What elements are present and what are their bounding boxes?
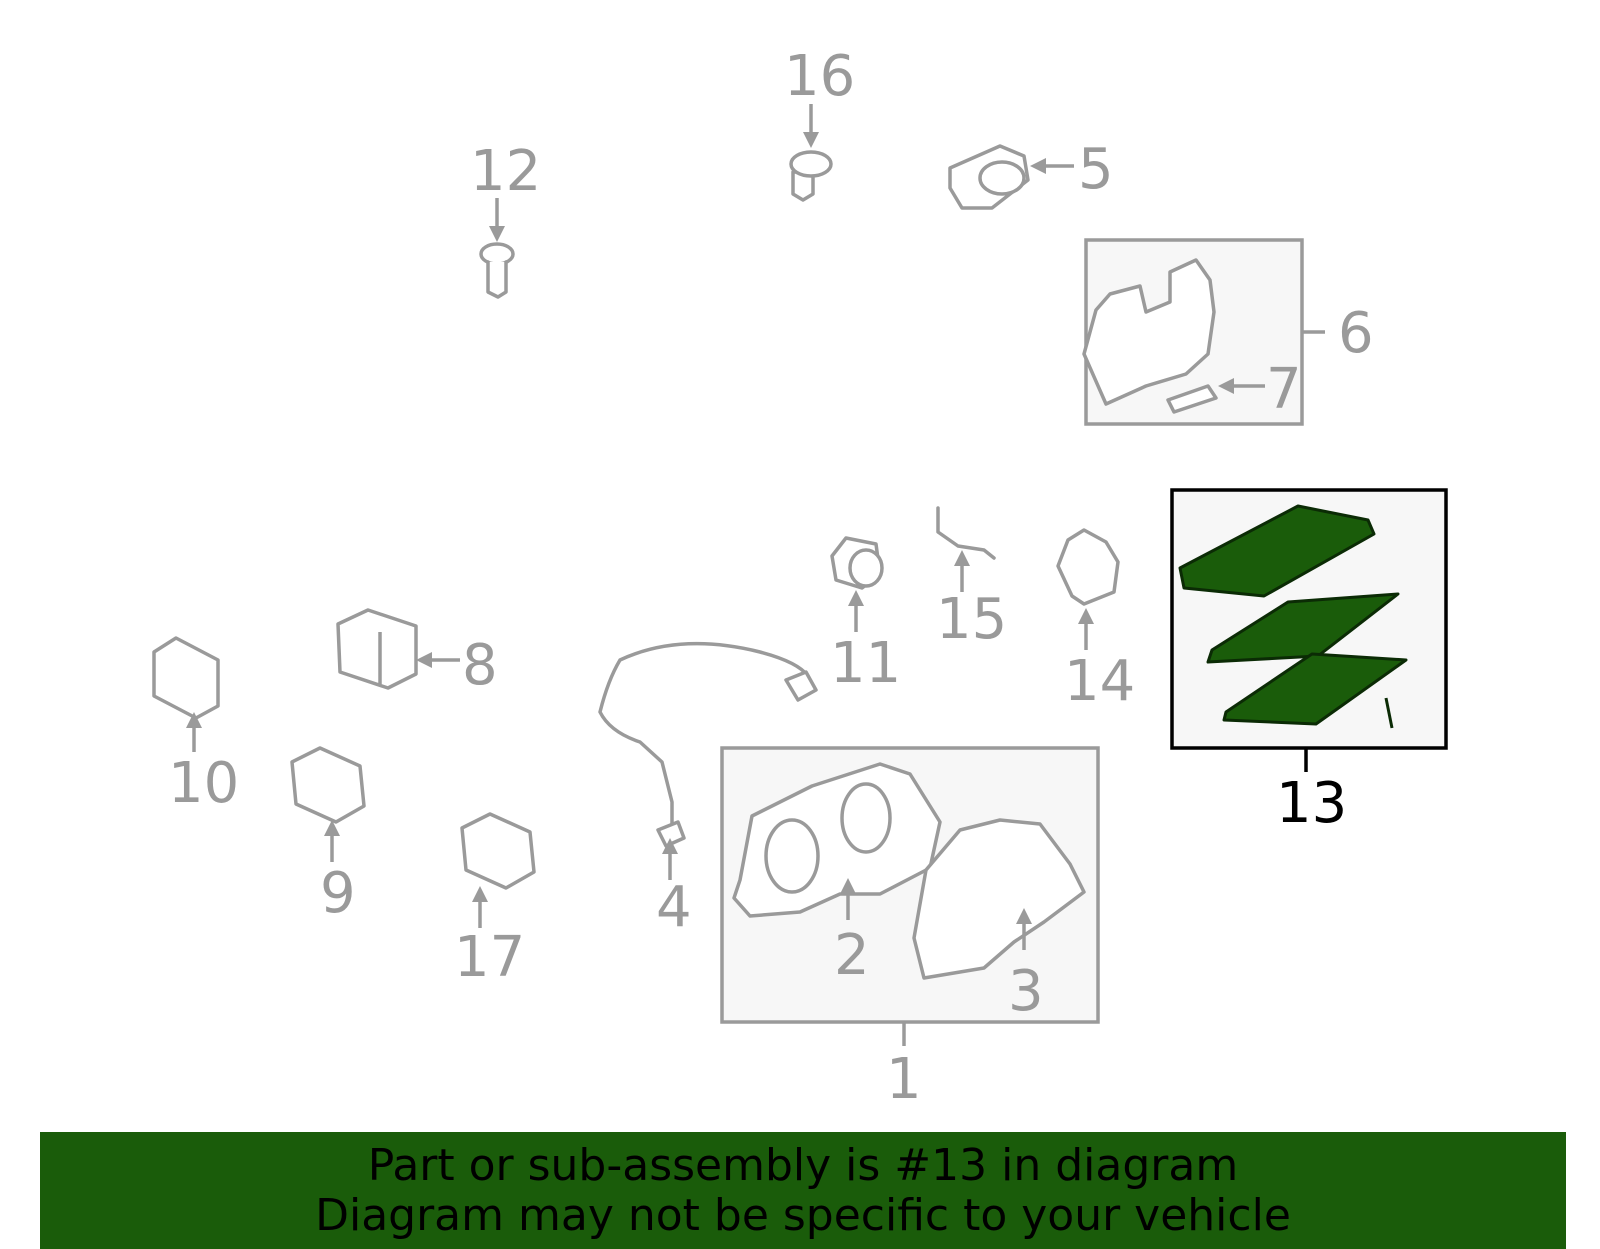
part-14-sensor[interactable] [1056,528,1120,606]
callout-6[interactable]: 6 [1338,301,1374,366]
part-13-assembly[interactable] [1178,504,1408,729]
callout-13[interactable]: 13 [1276,771,1347,836]
info-banner: Part or sub-assembly is #13 in diagram D… [40,1132,1566,1249]
part-17-switch[interactable] [460,812,536,890]
part-16-clip[interactable] [789,150,833,202]
callout-17[interactable]: 17 [454,925,525,990]
banner-line-1: Part or sub-assembly is #13 in diagram [367,1139,1239,1191]
callout-1[interactable]: 1 [886,1047,922,1112]
callout-12[interactable]: 12 [470,139,541,204]
part-6-bracket[interactable] [1082,258,1216,406]
callout-7[interactable]: 7 [1266,357,1302,422]
part-4-harness[interactable] [598,641,818,848]
callout-10[interactable]: 10 [168,751,239,816]
part-7-clip[interactable] [1166,384,1218,414]
callout-2[interactable]: 2 [834,923,870,988]
part-10-switch[interactable] [152,636,220,720]
callout-9[interactable]: 9 [320,861,356,926]
callout-4[interactable]: 4 [656,875,692,940]
callout-15[interactable]: 15 [936,587,1007,652]
part-9-switch[interactable] [290,746,366,824]
part-8-switch[interactable] [336,608,418,690]
part-12-clip[interactable] [479,242,515,299]
callout-8[interactable]: 8 [462,633,498,698]
callout-16[interactable]: 16 [784,44,855,109]
callout-14[interactable]: 14 [1064,649,1135,714]
banner-line-2: Diagram may not be specific to your vehi… [315,1189,1291,1241]
callout-5[interactable]: 5 [1078,137,1114,202]
part-5-sensor[interactable] [948,144,1030,210]
part-15-hose[interactable] [936,506,996,560]
part-3-lens[interactable] [912,818,1086,980]
callout-3[interactable]: 3 [1008,959,1044,1024]
callout-11[interactable]: 11 [830,631,901,696]
part-2-cluster[interactable] [732,762,942,918]
part-11-socket[interactable] [830,536,884,590]
